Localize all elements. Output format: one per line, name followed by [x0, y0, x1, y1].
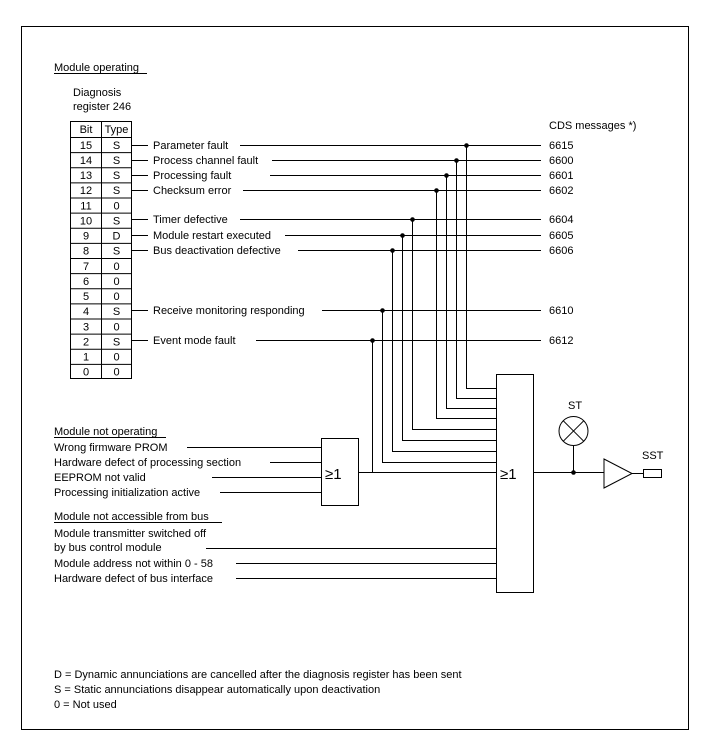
signal-route — [412, 219, 497, 430]
table-cell-type: 0 — [113, 352, 119, 364]
diagnosis-label: Diagnosis — [73, 87, 122, 99]
signal-label: Event mode fault — [153, 335, 236, 347]
heading-module-not-accessible: Module not accessible from bus — [54, 511, 209, 523]
table-cell-type: 0 — [113, 200, 119, 212]
signal-label: Checksum error — [153, 185, 232, 197]
table-cell-bit: 4 — [83, 306, 89, 318]
table-cell-type: S — [113, 246, 120, 258]
signal-label: Module restart executed — [153, 230, 271, 242]
signal-route — [402, 235, 497, 441]
table-cell-type: 0 — [113, 367, 119, 379]
cds-code: 6602 — [549, 185, 573, 197]
not-operating-item-1: Wrong firmware PROM — [54, 442, 167, 454]
legend-dynamic: D = Dynamic annunciations are cancelled … — [54, 669, 462, 681]
signal-label: Process channel fault — [153, 155, 258, 167]
table-cell-bit: 7 — [83, 261, 89, 273]
signal-route — [446, 175, 497, 409]
signal-label: Receive monitoring responding — [153, 305, 305, 317]
table-cell-bit: 14 — [80, 155, 92, 167]
not-accessible-item-4: Hardware defect of bus interface — [54, 573, 213, 585]
table-cell-bit: 6 — [83, 276, 89, 288]
signal-route — [456, 160, 497, 399]
diagram-frame — [21, 26, 689, 730]
signal-label: Bus deactivation defective — [153, 245, 281, 257]
or-gate-small-label: ≥1 — [325, 466, 342, 483]
not-accessible-item-1: Module transmitter switched off — [54, 528, 207, 540]
cds-code: 6615 — [549, 140, 573, 152]
table-cell-bit: 9 — [83, 231, 89, 243]
table-cell-type: 0 — [113, 291, 119, 303]
table-cell-bit: 8 — [83, 246, 89, 258]
table-cell-type: D — [113, 231, 121, 243]
signal-route — [372, 340, 497, 473]
cds-code: 6601 — [549, 170, 573, 182]
not-accessible-item-2: by bus control module — [54, 542, 162, 554]
st-label: ST — [568, 400, 582, 412]
table-cell-type: S — [113, 336, 120, 348]
not-operating-item-3: EEPROM not valid — [54, 472, 146, 484]
table-cell-type: 0 — [113, 276, 119, 288]
cds-code: 6604 — [549, 214, 573, 226]
register-label: register 246 — [73, 101, 131, 113]
table-cell-bit: 3 — [83, 321, 89, 333]
not-operating-item-4: Processing initialization active — [54, 487, 200, 499]
table-cell-type: S — [113, 155, 120, 167]
table-cell-bit: 12 — [80, 185, 92, 197]
table-cell-type: S — [113, 185, 120, 197]
cds-code: 6605 — [549, 230, 573, 242]
signal-label: Processing fault — [153, 170, 231, 182]
cds-code: 6610 — [549, 305, 573, 317]
table-cell-bit: 10 — [80, 215, 92, 227]
table-header-type: Type — [105, 124, 129, 136]
cds-code: 6612 — [549, 335, 573, 347]
table-cell-type: S — [113, 306, 120, 318]
table-cell-bit: 15 — [80, 140, 92, 152]
table-cell-bit: 1 — [83, 352, 89, 364]
signal-route — [392, 250, 497, 452]
sst-terminal — [643, 469, 662, 478]
signal-route — [436, 190, 497, 419]
lamp-icon — [558, 416, 589, 446]
table-header-bit: Bit — [80, 124, 93, 136]
table-cell-bit: 5 — [83, 291, 89, 303]
not-operating-item-2: Hardware defect of processing section — [54, 457, 241, 469]
signal-label: Timer defective — [153, 214, 228, 226]
table-cell-bit: 13 — [80, 170, 92, 182]
legend-not-used: 0 = Not used — [54, 699, 117, 711]
signal-route — [466, 145, 497, 389]
table-cell-type: S — [113, 140, 120, 152]
table-cell-bit: 0 — [83, 367, 89, 379]
signal-label: Parameter fault — [153, 140, 228, 152]
legend-static: S = Static annunciations disappear autom… — [54, 684, 380, 696]
table-cell-type: 0 — [113, 321, 119, 333]
table-cell-bit: 2 — [83, 336, 89, 348]
table-cell-bit: 11 — [80, 200, 91, 212]
heading-module-operating: Module operating — [54, 62, 139, 74]
cds-messages-header: CDS messages *) — [549, 120, 636, 132]
table-cell-type: 0 — [113, 261, 119, 273]
table-cell-type: S — [113, 215, 120, 227]
signal-route — [382, 310, 497, 463]
sst-label: SST — [642, 450, 664, 462]
cds-code: 6606 — [549, 245, 573, 257]
heading-module-not-operating: Module not operating — [54, 426, 157, 438]
table-cell-type: S — [113, 170, 120, 182]
amplifier-icon — [603, 458, 634, 489]
cds-code: 6600 — [549, 155, 573, 167]
or-gate-large — [496, 374, 534, 593]
not-accessible-item-3: Module address not within 0 - 58 — [54, 558, 213, 570]
or-gate-large-label: ≥1 — [500, 466, 517, 483]
